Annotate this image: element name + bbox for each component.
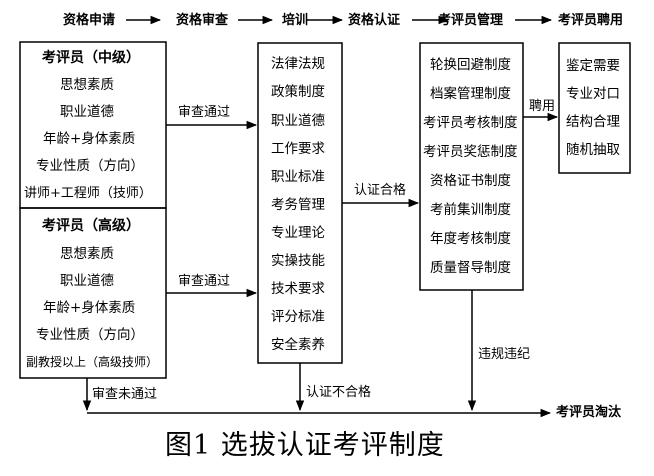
cert-fail-label: 认证不合格 xyxy=(306,385,372,400)
employment-item: 专业对口 xyxy=(566,86,620,102)
review-pass-label: 审查通过 xyxy=(178,274,231,289)
senior-title: 考评员（高级） xyxy=(42,218,140,234)
training-item: 安全素养 xyxy=(271,337,325,353)
violation-label: 违规违纪 xyxy=(478,347,531,362)
senior-item: 专业性质（方向） xyxy=(36,327,144,343)
stage-management: 考评员管理 xyxy=(438,13,504,28)
training-item: 技术要求 xyxy=(271,281,325,297)
review-fail-label: 审查未通过 xyxy=(92,387,158,402)
management-item: 档案管理制度 xyxy=(430,86,511,102)
management-item: 资格证书制度 xyxy=(430,173,511,189)
training-item: 职业道德 xyxy=(271,113,325,129)
senior-item: 职业道德 xyxy=(60,273,114,289)
employment-box xyxy=(558,42,631,174)
senior-item: 副教授以上（高级技师） xyxy=(26,355,159,369)
management-item: 考前集训制度 xyxy=(430,202,511,218)
management-item: 考评员考核制度 xyxy=(423,115,518,131)
senior-item: 思想素质 xyxy=(60,246,114,262)
stage-review: 资格审查 xyxy=(176,13,229,28)
training-item: 专业理论 xyxy=(271,225,325,241)
review-pass-label: 审查通过 xyxy=(178,105,231,120)
intermediate-item: 讲师+工程师（技师） xyxy=(24,186,152,201)
intermediate-item: 专业性质（方向） xyxy=(36,158,144,174)
training-item: 考务管理 xyxy=(271,197,325,213)
intermediate-item: 思想素质 xyxy=(60,77,114,93)
stage-training: 培训 xyxy=(282,13,309,28)
management-item: 年度考核制度 xyxy=(430,231,511,247)
intermediate-item: 年龄+身体素质 xyxy=(43,131,136,147)
stage-apply: 资格申请 xyxy=(63,13,116,28)
management-item: 轮换回避制度 xyxy=(430,57,511,73)
management-item: 质量督导制度 xyxy=(430,260,511,276)
intermediate-item: 职业道德 xyxy=(60,104,114,120)
training-item: 工作要求 xyxy=(271,141,325,157)
employment-item: 结构合理 xyxy=(566,114,620,130)
management-item: 考评员奖惩制度 xyxy=(423,144,518,160)
intermediate-title: 考评员（中级） xyxy=(42,50,140,66)
employment-item: 鉴定需要 xyxy=(566,58,620,74)
eliminated-label: 考评员淘汰 xyxy=(556,405,622,420)
intermediate-box xyxy=(19,41,167,209)
stage-certification: 资格认证 xyxy=(348,13,401,28)
training-item: 法律法规 xyxy=(271,56,325,72)
employment-item: 随机抽取 xyxy=(566,142,620,158)
senior-item: 年龄+身体素质 xyxy=(43,300,136,316)
training-item: 评分标准 xyxy=(271,309,325,325)
figure-caption: 图1 选拔认证考评制度 xyxy=(165,430,445,461)
training-item: 职业标准 xyxy=(271,169,325,185)
cert-pass-label: 认证合格 xyxy=(354,183,407,198)
stage-employment: 考评员聘用 xyxy=(558,13,624,28)
training-item: 政策制度 xyxy=(271,84,325,100)
management-box xyxy=(419,42,524,291)
hire-label: 聘用 xyxy=(529,99,556,114)
training-item: 实操技能 xyxy=(271,253,325,269)
